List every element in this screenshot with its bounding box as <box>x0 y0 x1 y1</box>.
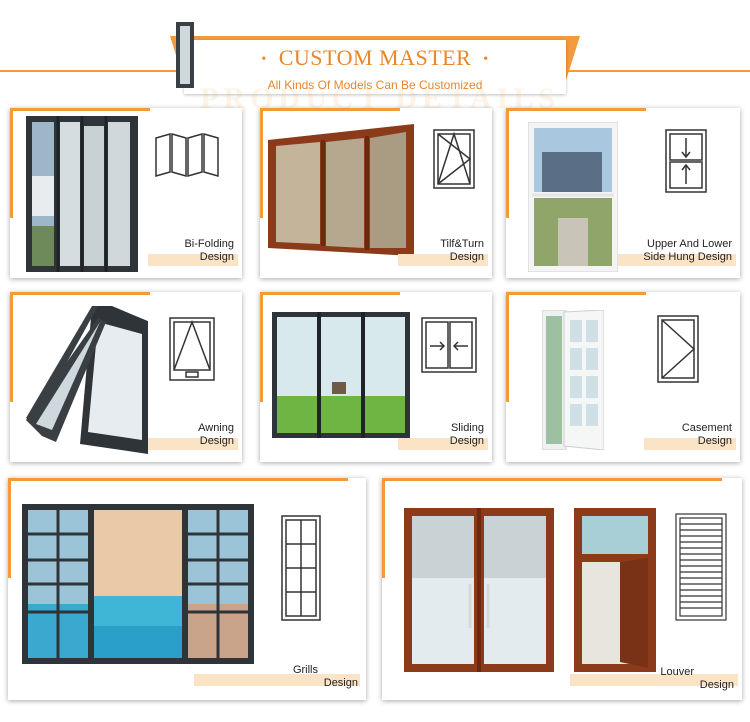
louver-diagram-icon <box>675 513 727 621</box>
awning-window-photo <box>26 306 148 454</box>
sliding-diagram-icon <box>421 317 477 373</box>
casement-diagram-icon <box>657 315 699 383</box>
header-panel <box>184 40 566 94</box>
page-title: •CUSTOM MASTER• <box>261 45 489 70</box>
bifolding-diagram-icon <box>155 133 219 177</box>
tilt-turn-window-photo <box>268 124 414 256</box>
tilt-turn-diagram-icon <box>433 129 475 189</box>
awning-diagram-icon <box>169 317 215 381</box>
casement-window-photo <box>542 310 604 450</box>
bifolding-door-photo <box>26 116 138 272</box>
sliding-window-photo <box>272 312 410 438</box>
grills-diagram-icon <box>281 515 321 621</box>
upper-lower-diagram-icon <box>665 129 707 193</box>
upper-lower-window-photo <box>528 122 618 272</box>
louver-window-photo <box>574 508 656 672</box>
grills-window-photo <box>22 504 254 664</box>
window-flag-icon <box>176 22 194 88</box>
louver-door-photo <box>404 508 554 672</box>
page-subtitle: All Kinds Of Models Can Be Customized <box>267 78 483 92</box>
